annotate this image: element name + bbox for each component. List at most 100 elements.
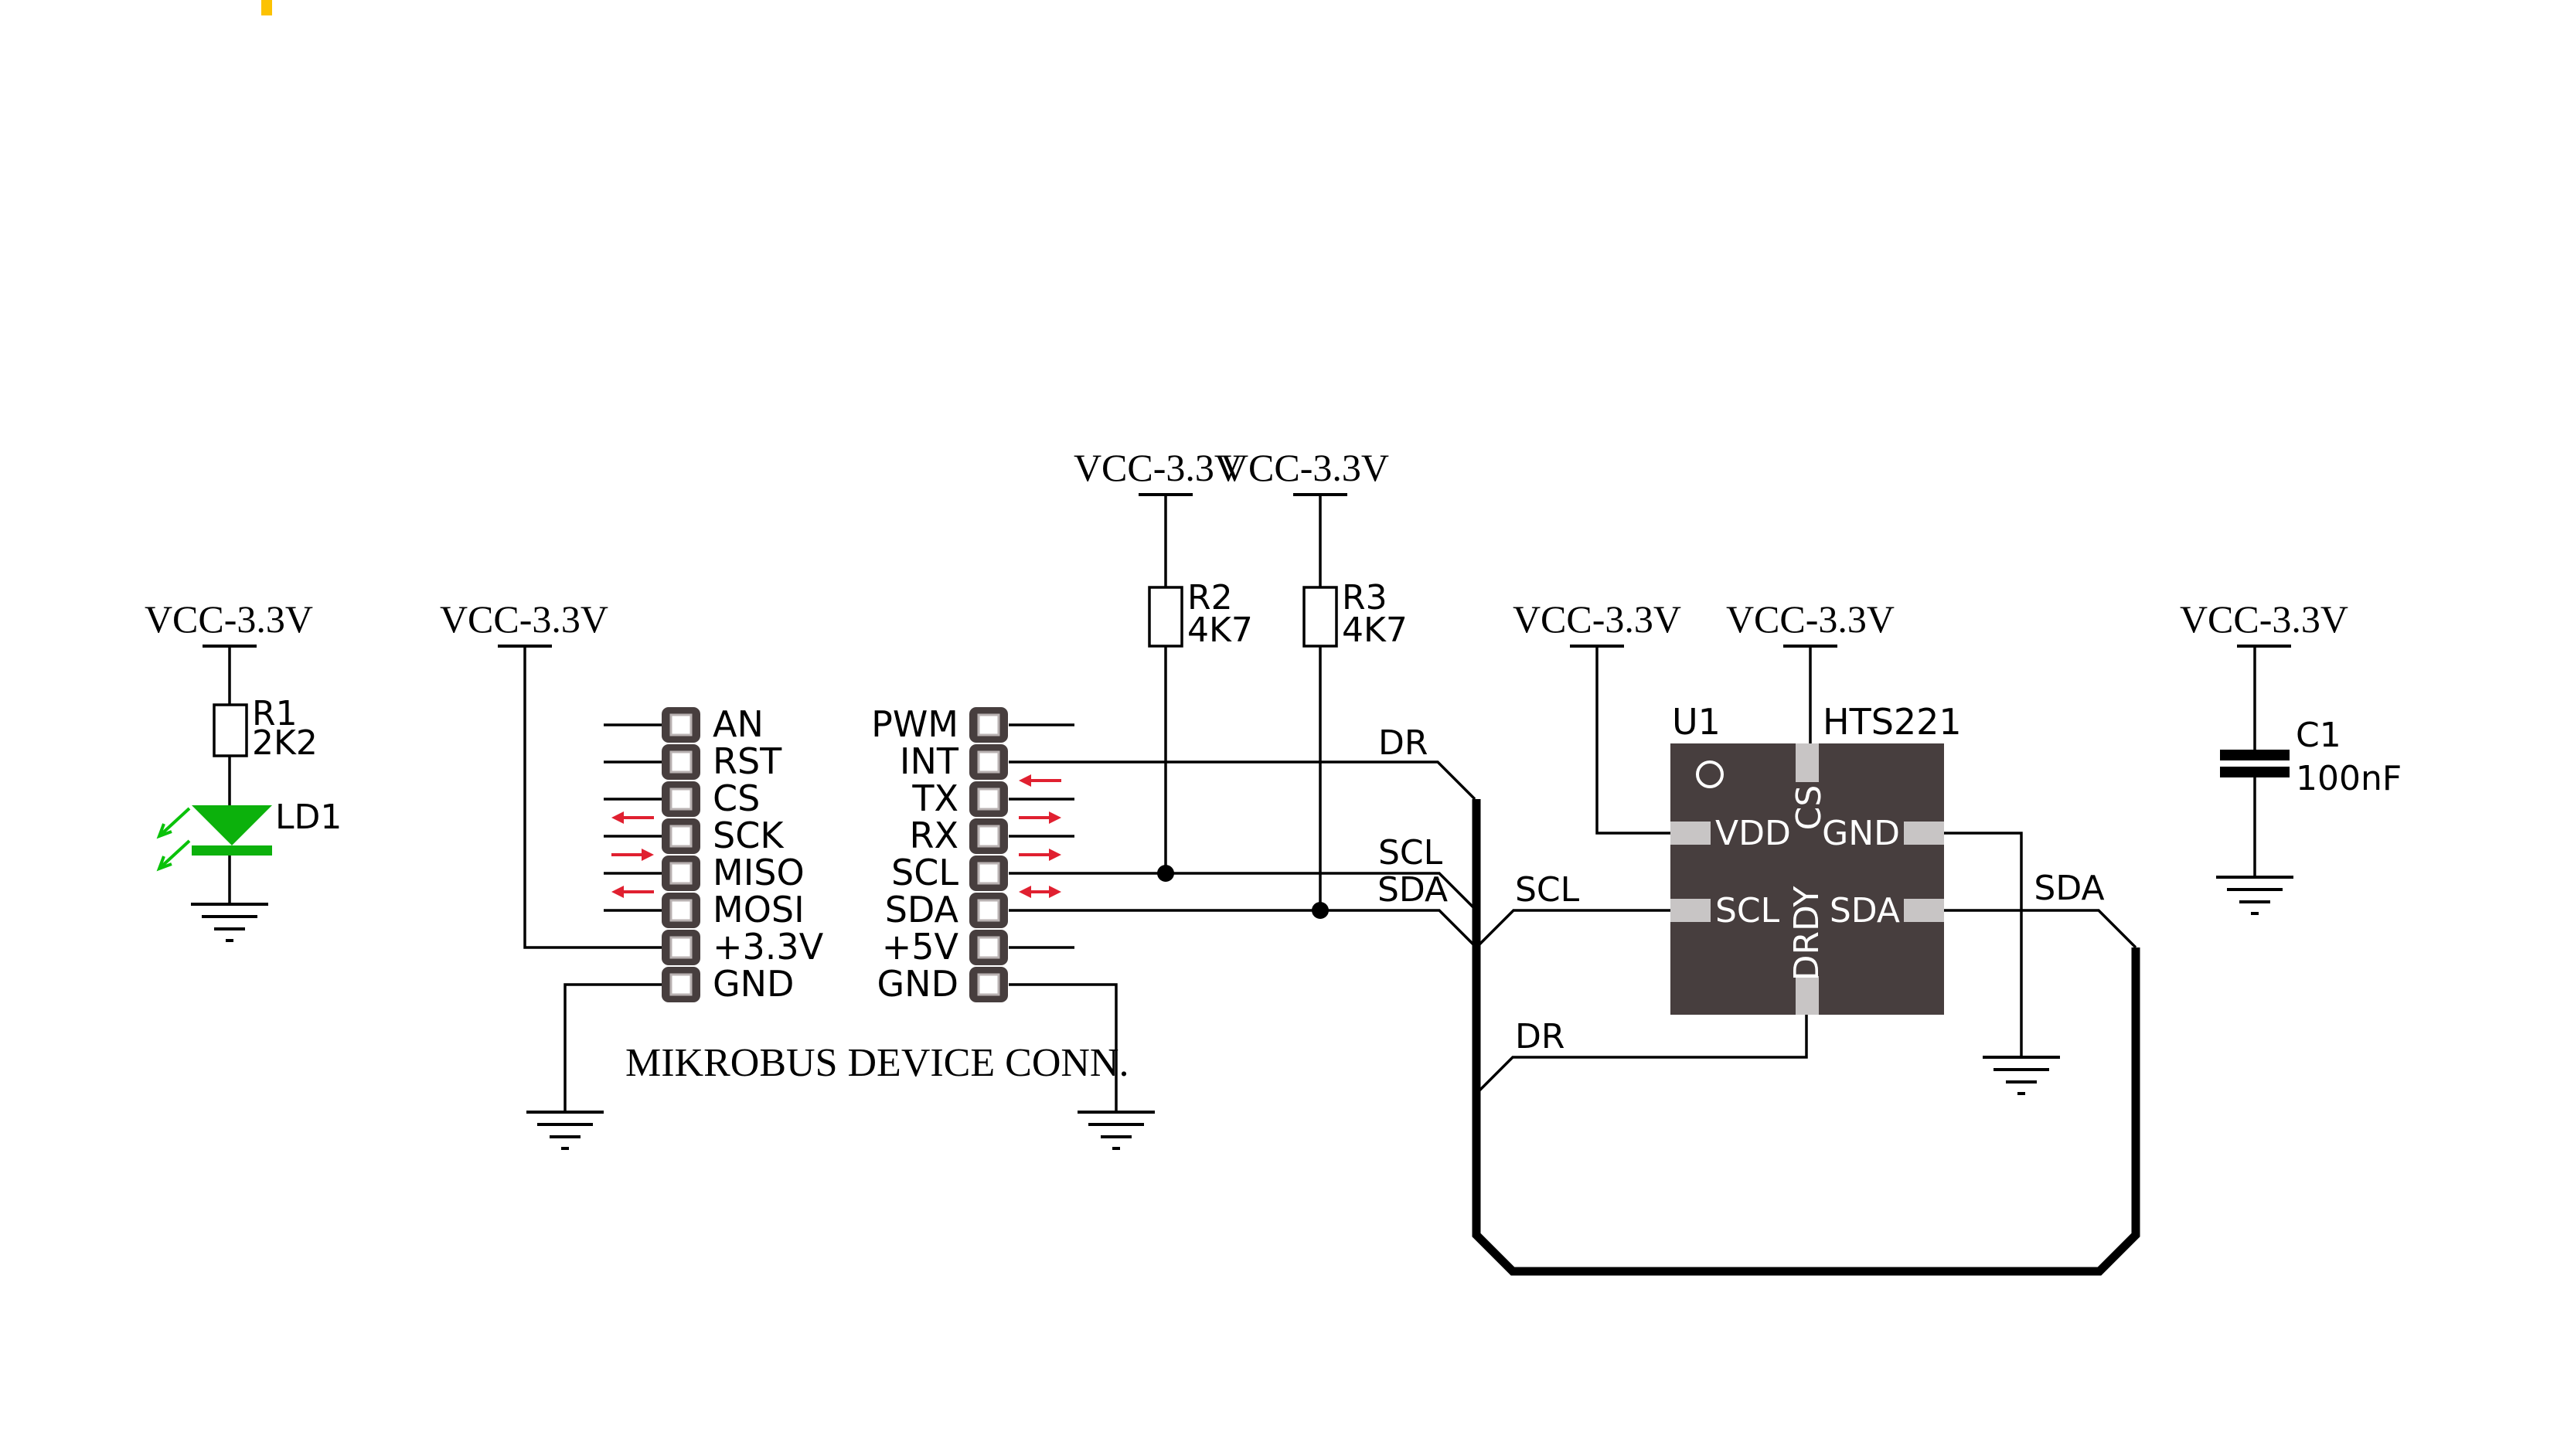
sensor-pin-cs: CS <box>1789 785 1829 831</box>
ld1-ref-label: LD1 <box>275 798 342 837</box>
pin-label-gnd-right: GND <box>877 963 958 1005</box>
net-label-sda-right: SDA <box>2034 869 2104 908</box>
gnd-wire-sensor <box>1944 832 2023 1057</box>
mikrobus-left-connector: AN RST CS SCK MISO MOSI +3.3V GND <box>526 703 824 1150</box>
pin-label-sck: SCK <box>713 815 785 856</box>
sensor-pin-vdd: VDD <box>1715 814 1791 853</box>
vcc-label-r3: VCC-3.3V <box>1221 446 1389 489</box>
arrow-both-icon <box>1019 886 1061 898</box>
pad-drdy <box>1796 976 1819 1015</box>
vcc-label-r2: VCC-3.3V <box>1074 446 1242 489</box>
page-corner-marker <box>261 0 272 15</box>
sda-exit-wire <box>1944 909 2137 949</box>
led-ld1-triangle <box>192 805 272 845</box>
r2-value-label: 4K7 <box>1187 611 1253 650</box>
ground-symbol <box>1983 1056 2060 1095</box>
arrow-left-icon <box>1019 774 1061 787</box>
r3-ref-label: R3 <box>1342 578 1387 617</box>
mikrobus-left-pin-labels: AN RST CS SCK MISO MOSI +3.3V GND <box>713 703 824 1005</box>
pin-label-tx: TX <box>911 777 958 819</box>
sensor-body <box>1670 743 1944 1015</box>
arrow-right-icon <box>1019 811 1061 824</box>
mikrobus-right-connector: PWM INT TX RX SCL SDA +5V GND <box>871 703 1155 1150</box>
ground-symbol <box>2216 876 2293 915</box>
pin-label-3v3: +3.3V <box>713 926 824 968</box>
net-label-dr-top: DR <box>1378 723 1428 763</box>
bus-exit-wires: SCL DR <box>1475 870 1808 1095</box>
capacitor-c1-plate-top <box>2220 750 2290 760</box>
pad-sda <box>1904 899 1944 922</box>
vcc-feed-left-header: VCC-3.3V <box>440 597 662 949</box>
sensor-part-label: HTS221 <box>1823 701 1962 743</box>
ground-symbol <box>526 1111 604 1150</box>
arrow-left-icon <box>611 811 654 824</box>
pin-label-sda: SDA <box>885 889 959 930</box>
sensor-pin-gnd: GND <box>1822 814 1900 853</box>
net-label-sda-mid: SDA <box>1377 870 1448 910</box>
vcc-label-cs: VCC-3.3V <box>1726 597 1895 641</box>
led-indicator-circuit: VCC-3.3V R1 2K2 LD1 <box>145 597 342 942</box>
pin1-indicator-icon <box>1696 760 1724 788</box>
dr-exit-wire <box>1475 1015 1808 1095</box>
sensor-ref-label: U1 <box>1672 701 1721 743</box>
pin-label-scl: SCL <box>891 852 958 893</box>
sensor-output-nets: SDA <box>1944 832 2137 1095</box>
r3-value-label: 4K7 <box>1342 611 1408 650</box>
pin-label-miso: MISO <box>713 852 805 893</box>
vcc-label-led: VCC-3.3V <box>145 597 313 641</box>
arrow-right-icon <box>611 849 654 861</box>
mikrobus-right-pin-labels: PWM INT TX RX SCL SDA +5V GND <box>871 703 959 1005</box>
pin-header-left <box>662 707 700 1002</box>
mikrobus-caption: MIKROBUS DEVICE CONN. <box>625 1041 1129 1085</box>
resistor-r1 <box>213 703 248 757</box>
pin-label-rst: RST <box>713 740 782 782</box>
sensor-pin-sda: SDA <box>1830 891 1900 930</box>
direction-arrows-right <box>1019 774 1061 898</box>
pin-label-rx: RX <box>910 815 958 856</box>
pad-cs <box>1796 743 1819 782</box>
direction-arrows-left <box>611 811 654 898</box>
pin-label-5v: +5V <box>882 926 959 968</box>
r1-ref-label: R1 <box>252 694 298 733</box>
gnd-wire-left-header <box>563 983 662 1112</box>
gnd-wire-right-header <box>1009 983 1118 1112</box>
pin-label-int: INT <box>900 740 959 782</box>
pad-vdd <box>1670 822 1711 845</box>
led-ld1-cathode-bar <box>192 845 272 856</box>
vcc-label-header: VCC-3.3V <box>440 597 608 641</box>
resistor-r3 <box>1302 586 1338 648</box>
pin-label-cs: CS <box>713 777 760 819</box>
c1-ref-label: C1 <box>2296 716 2341 755</box>
r2-ref-label: R2 <box>1187 578 1233 617</box>
net-label-scl-mid: SCL <box>1378 833 1443 873</box>
ground-symbol <box>191 903 268 942</box>
pin-label-pwm: PWM <box>871 703 958 745</box>
net-label-dr-bottom: DR <box>1515 1017 1565 1056</box>
capacitor-c1-plate-bottom <box>2220 767 2290 777</box>
bus-loop <box>1472 799 2140 1276</box>
sensor-hts221: U1 HTS221 CS VDD GND SCL SDA DRDY <box>1670 701 1962 1015</box>
resistor-r2 <box>1148 586 1183 648</box>
scl-wire <box>1009 872 1478 912</box>
c1-value-label: 100nF <box>2296 759 2402 798</box>
pin-label-mosi: MOSI <box>713 889 805 930</box>
vcc-label-c1: VCC-3.3V <box>2180 597 2348 641</box>
vcc-label-vdd: VCC-3.3V <box>1513 597 1681 641</box>
led-emission-arrows-icon <box>156 807 191 872</box>
dr-wire <box>1009 760 1476 801</box>
pad-gnd <box>1904 822 1944 845</box>
pin-header-right <box>969 707 1008 1002</box>
pullup-resistors: VCC-3.3V VCC-3.3V R2 4K7 R3 4K7 <box>1074 446 1408 919</box>
arrow-right-icon <box>1019 849 1061 861</box>
pin-label-gnd-left: GND <box>713 963 794 1005</box>
sda-wire <box>1009 909 1478 949</box>
signal-wires: DR SCL SDA <box>1009 723 1478 949</box>
ground-symbol <box>1078 1111 1155 1150</box>
arrow-left-icon <box>611 886 654 898</box>
decoupling-capacitor-circuit: VCC-3.3V C1 100nF <box>2180 597 2402 915</box>
pad-scl <box>1670 899 1711 922</box>
sensor-vcc-feeds: VCC-3.3V VCC-3.3V <box>1513 597 1895 835</box>
sensor-pin-drdy: DRDY <box>1787 886 1827 981</box>
pin-label-an: AN <box>713 703 764 745</box>
